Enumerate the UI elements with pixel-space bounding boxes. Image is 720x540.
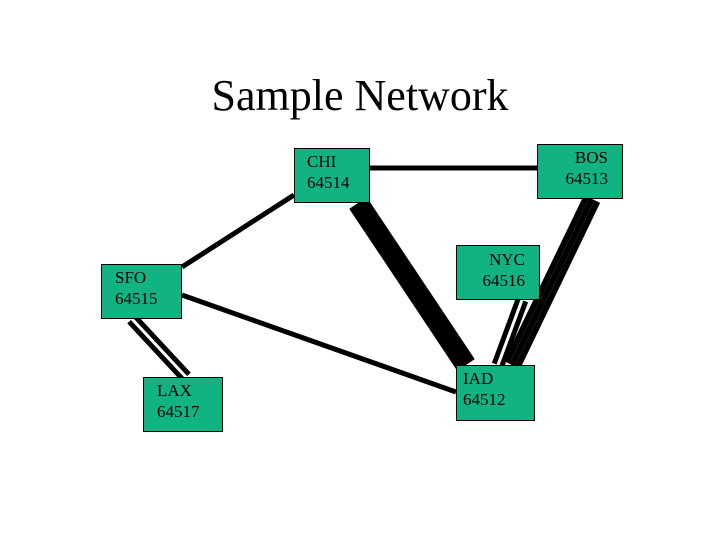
node-iad-asn: 64512 [463, 390, 506, 409]
link-chi-iad-1 [361, 197, 475, 363]
node-sfo[interactable]: SFO 64515 [101, 264, 182, 319]
link-bos-iad-1 [514, 200, 601, 369]
node-nyc[interactable]: NYC 64516 [456, 245, 540, 300]
link-bos-iad-3 [503, 195, 590, 364]
link-nyc-iad-1 [499, 300, 529, 368]
node-chi-asn: 64514 [307, 173, 350, 192]
diagram-title: Sample Network [211, 71, 509, 120]
link-nyc-iad-2 [491, 297, 521, 365]
node-sfo-name: SFO [115, 268, 147, 287]
node-bos-name: BOS [574, 148, 608, 167]
link-sfo-iad [181, 292, 457, 395]
node-lax[interactable]: LAX 64517 [143, 377, 223, 432]
link-chi-iad-2 [357, 199, 471, 366]
node-iad[interactable]: IAD 64512 [456, 365, 535, 421]
node-chi[interactable]: CHI 64514 [294, 148, 370, 203]
link-sfo-lax-2 [127, 320, 185, 382]
node-sfo-asn: 64515 [115, 289, 158, 308]
link-chi-iad-4 [349, 205, 463, 371]
node-iad-name: IAD [463, 369, 494, 388]
node-bos[interactable]: BOS 64513 [537, 144, 623, 199]
node-bos-asn: 64513 [565, 169, 609, 188]
node-lax-asn: 64517 [157, 402, 200, 421]
node-nyc-name: NYC [489, 250, 525, 269]
link-chi-sfo [180, 192, 296, 270]
node-lax-name: LAX [157, 381, 192, 400]
node-nyc-asn: 64516 [482, 271, 526, 290]
link-sfo-lax-1 [133, 314, 191, 376]
link-chi-iad-3 [353, 202, 467, 369]
link-bos-iad-2 [509, 197, 595, 367]
node-chi-name: CHI [307, 152, 337, 171]
